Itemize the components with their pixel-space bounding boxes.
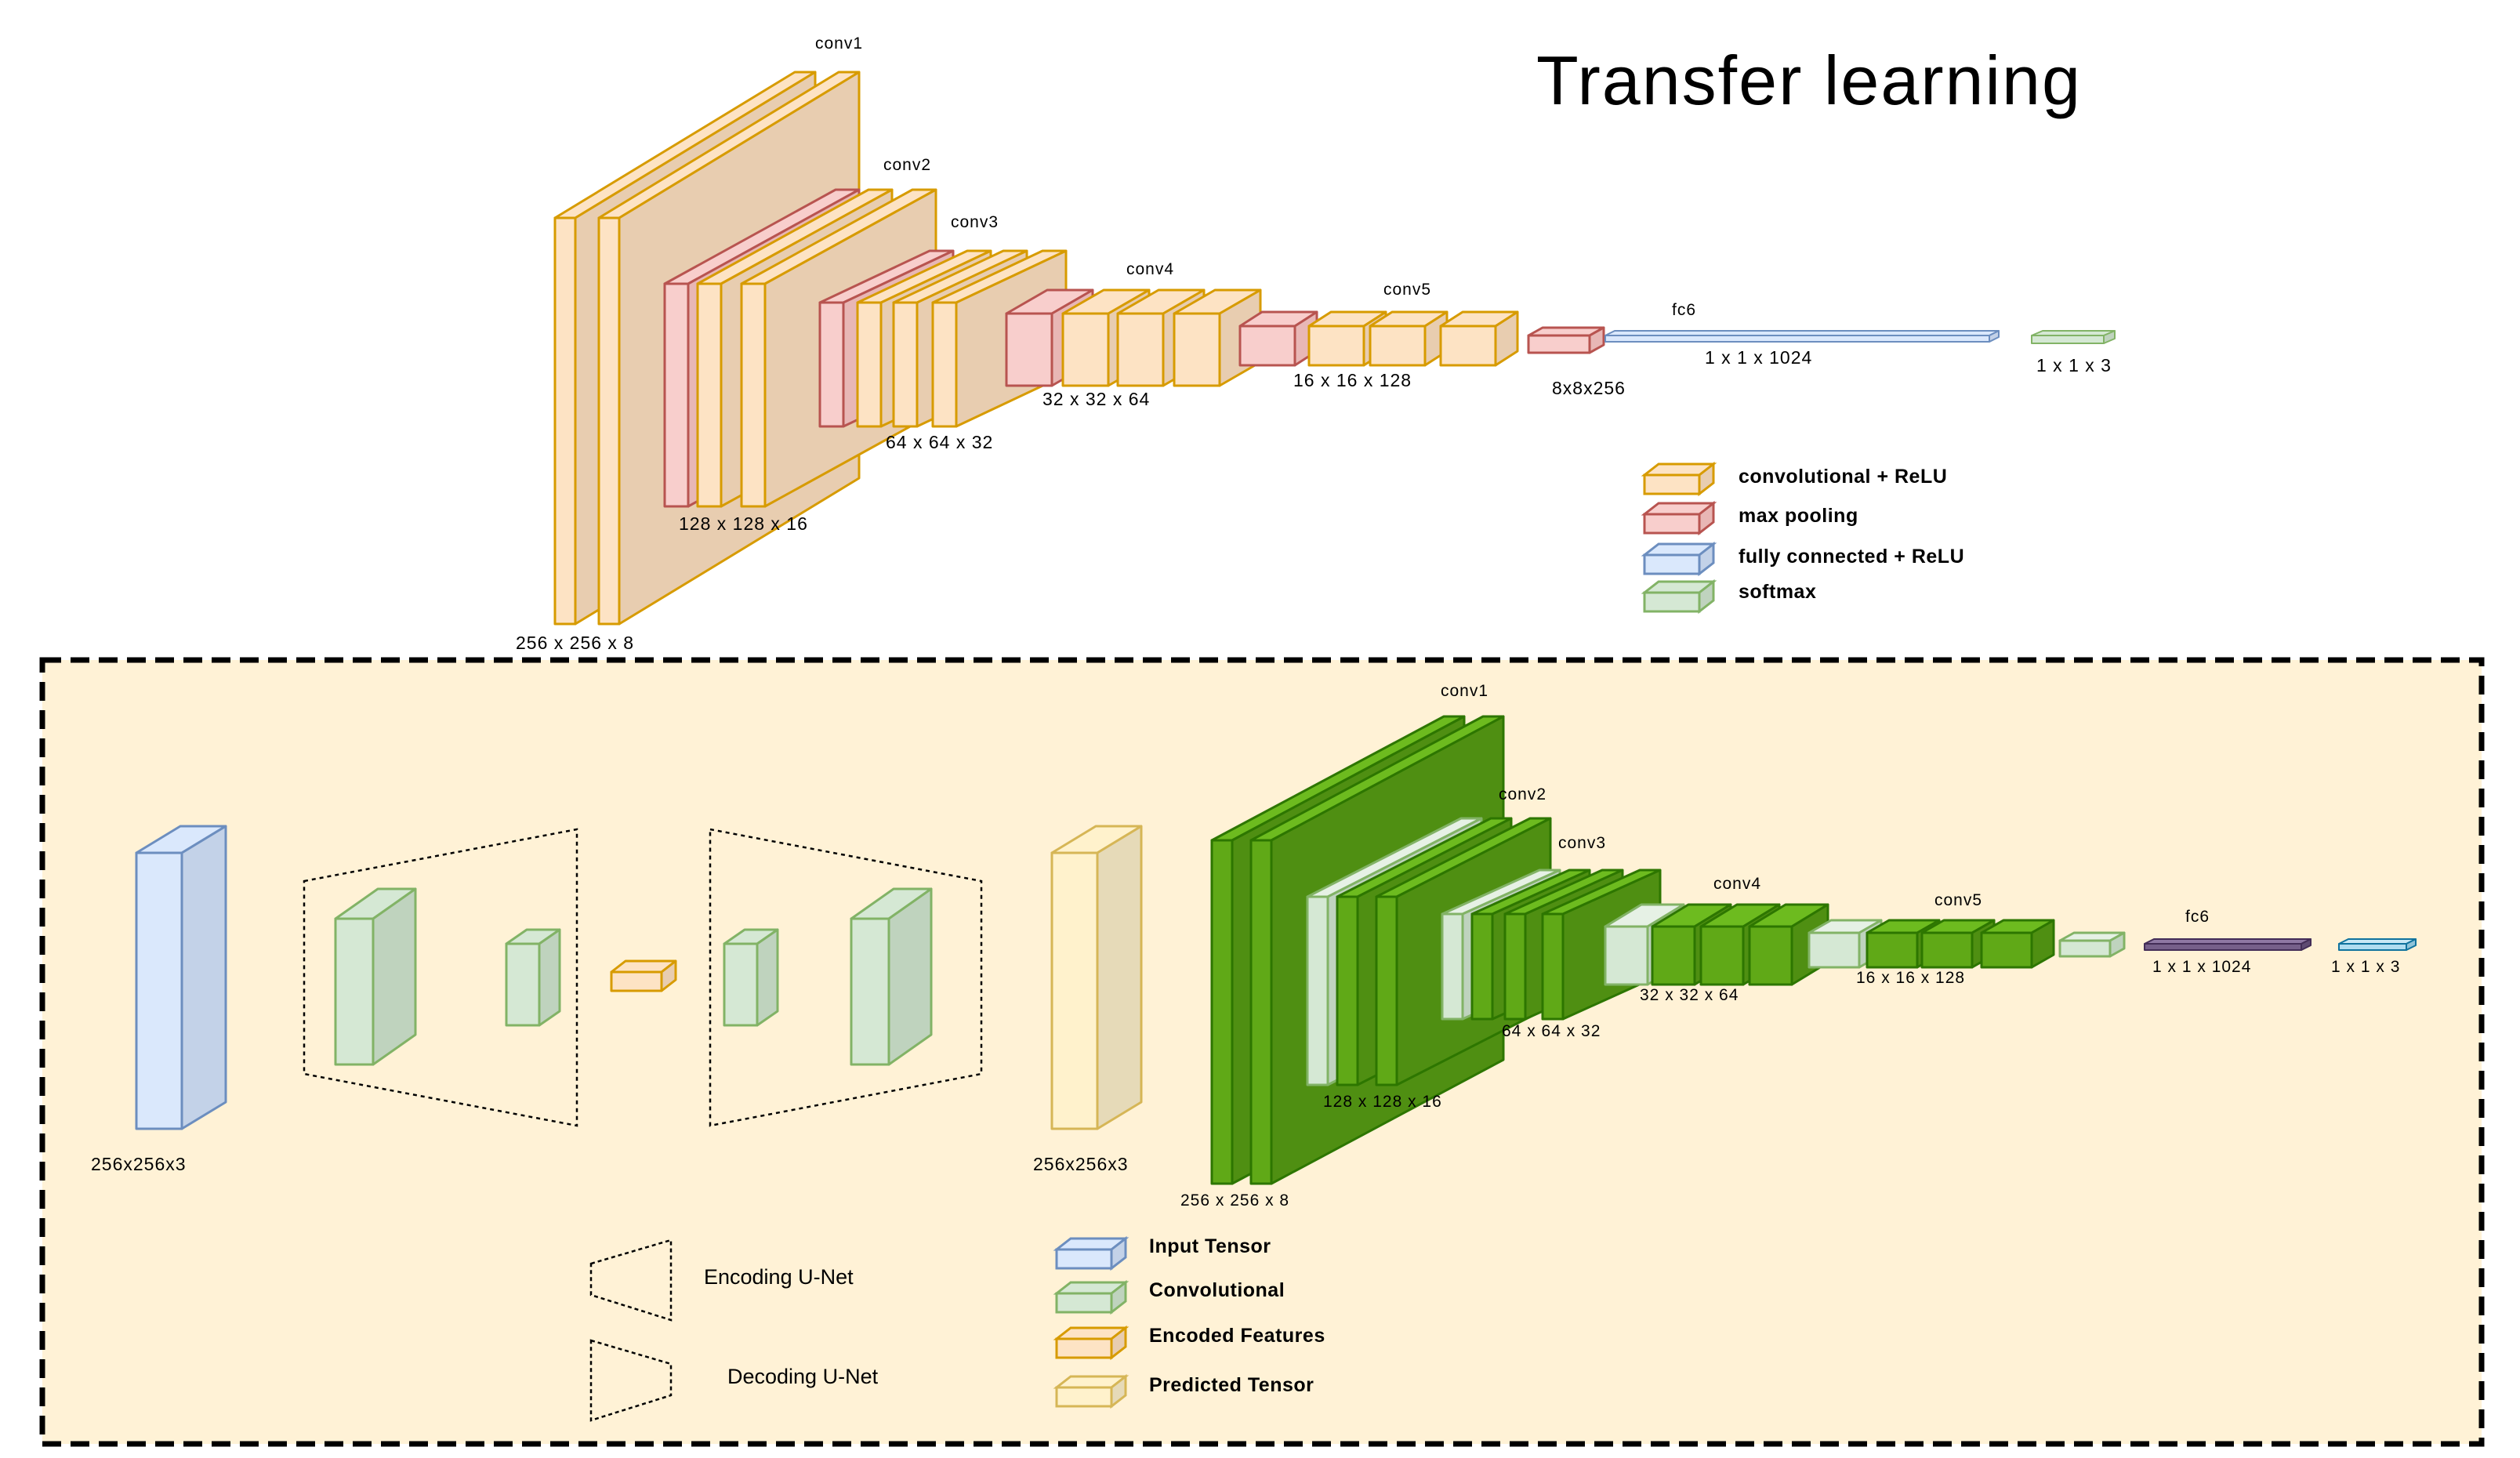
pool-block-icon — [1641, 500, 1717, 536]
bottom-dim-128: 128 x 128 x 16 — [1323, 1093, 1442, 1111]
decoder-conv-block-b — [850, 887, 933, 1066]
input-tensor-dim: 256x256x3 — [91, 1154, 187, 1174]
bottom-fc6-bar — [2144, 938, 2312, 951]
bottom-dim-64: 64 x 64 x 32 — [1502, 1022, 1601, 1040]
fc-block-icon — [1641, 541, 1717, 577]
encoded-features-icon — [1053, 1325, 1129, 1361]
decoder-conv-block-a — [723, 928, 779, 1027]
bottom-network — [135, 715, 2417, 1185]
top-conv5-label: conv5 — [1383, 281, 1431, 299]
legend-fc-label: fully connected + ReLU — [1739, 546, 1964, 568]
bottom-conv2-label: conv2 — [1499, 785, 1546, 803]
conv-block-icon — [1641, 461, 1717, 497]
encoder-conv-block-b — [505, 928, 561, 1027]
legend-encoded-features-label: Encoded Features — [1149, 1325, 1325, 1347]
bottom-dim-1024: 1 x 1 x 1024 — [2152, 958, 2251, 976]
legend-conv-label: convolutional + ReLU — [1739, 466, 1947, 488]
top-dim-256: 256 x 256 x 8 — [516, 633, 634, 653]
top-pool-8x8 — [1527, 326, 1605, 354]
input-tensor-block — [135, 825, 227, 1130]
legend-convolutional-label: Convolutional — [1149, 1279, 1285, 1301]
encoding-unet-legend-label: Encoding U-Net — [704, 1265, 854, 1289]
bottom-conv5-pale — [1808, 919, 1883, 969]
bottom-dim-32: 32 x 32 x 64 — [1640, 986, 1739, 1004]
bottom-legend: Input Tensor Convolutional Encoded Featu… — [1053, 1235, 1325, 1409]
decoder-trapezoid-icon — [589, 1339, 673, 1422]
bottom-fc6-label: fc6 — [2185, 908, 2210, 926]
encoding-unet-outline — [303, 828, 578, 1127]
predicted-tensor-dim: 256x256x3 — [1033, 1154, 1129, 1174]
top-dim-3: 1 x 1 x 3 — [2036, 355, 2112, 375]
legend-pool-label: max pooling — [1739, 505, 1858, 527]
top-dim-1024: 1 x 1 x 1024 — [1705, 347, 1812, 368]
convolutional-icon — [1053, 1279, 1129, 1315]
top-conv5-pool — [1238, 310, 1318, 367]
bottom-conv4-label: conv4 — [1713, 875, 1761, 893]
top-fc6-bar — [1604, 330, 2000, 343]
legend-input-tensor-label: Input Tensor — [1149, 1235, 1271, 1257]
top-conv1-label: conv1 — [815, 34, 863, 53]
top-dim-16: 16 x 16 x 128 — [1293, 370, 1412, 390]
predicted-tensor-block — [1050, 825, 1143, 1130]
encoder-conv-block-a — [334, 887, 417, 1066]
top-fc6-label: fc6 — [1672, 301, 1696, 319]
legend-softmax-label: softmax — [1739, 581, 1816, 603]
bottom-conv5-label: conv5 — [1934, 891, 1982, 909]
bottom-softmax-bar — [2338, 938, 2417, 951]
top-legend: convolutional + ReLU max pooling fully c… — [1641, 461, 1964, 615]
top-softmax-bar — [2031, 330, 2116, 344]
bottom-conv1-label: conv1 — [1441, 682, 1488, 700]
bottom-dim-256: 256 x 256 x 8 — [1180, 1191, 1289, 1210]
predicted-tensor-icon — [1053, 1373, 1129, 1409]
decoding-unet-legend-label: Decoding U-Net — [727, 1365, 879, 1388]
top-network — [553, 71, 2116, 626]
top-conv5-slab-c — [1439, 310, 1519, 367]
top-conv5-slab-b — [1369, 310, 1449, 367]
top-conv4-slab-c — [1173, 288, 1262, 387]
input-tensor-icon — [1053, 1235, 1129, 1271]
softmax-block-icon — [1641, 578, 1717, 615]
top-conv3-label: conv3 — [951, 213, 999, 231]
decoding-unet-outline — [709, 828, 983, 1127]
top-dim-32: 32 x 32 x 64 — [1042, 389, 1150, 409]
top-conv4-label: conv4 — [1126, 260, 1174, 278]
bottom-dim-3: 1 x 1 x 3 — [2331, 958, 2400, 976]
diagram-title: Transfer learning — [1536, 42, 2082, 119]
legend-predicted-tensor-label: Predicted Tensor — [1149, 1374, 1314, 1396]
encoder-trapezoid-icon — [589, 1239, 673, 1322]
top-dim-128: 128 x 128 x 16 — [679, 513, 808, 534]
bottom-shape-legend: Encoding U-Net Decoding U-Net — [589, 1239, 879, 1422]
bottom-dim-16: 16 x 16 x 128 — [1856, 969, 1965, 987]
top-dim-64: 64 x 64 x 32 — [886, 432, 993, 452]
bottom-conv3-label: conv3 — [1558, 834, 1606, 852]
bottom-conv5-slab-c — [1980, 919, 2055, 969]
top-dim-8: 8x8x256 — [1552, 378, 1626, 398]
bottom-pool-block — [2058, 931, 2126, 958]
encoded-features-block — [610, 959, 677, 992]
top-conv2-label: conv2 — [883, 156, 931, 174]
